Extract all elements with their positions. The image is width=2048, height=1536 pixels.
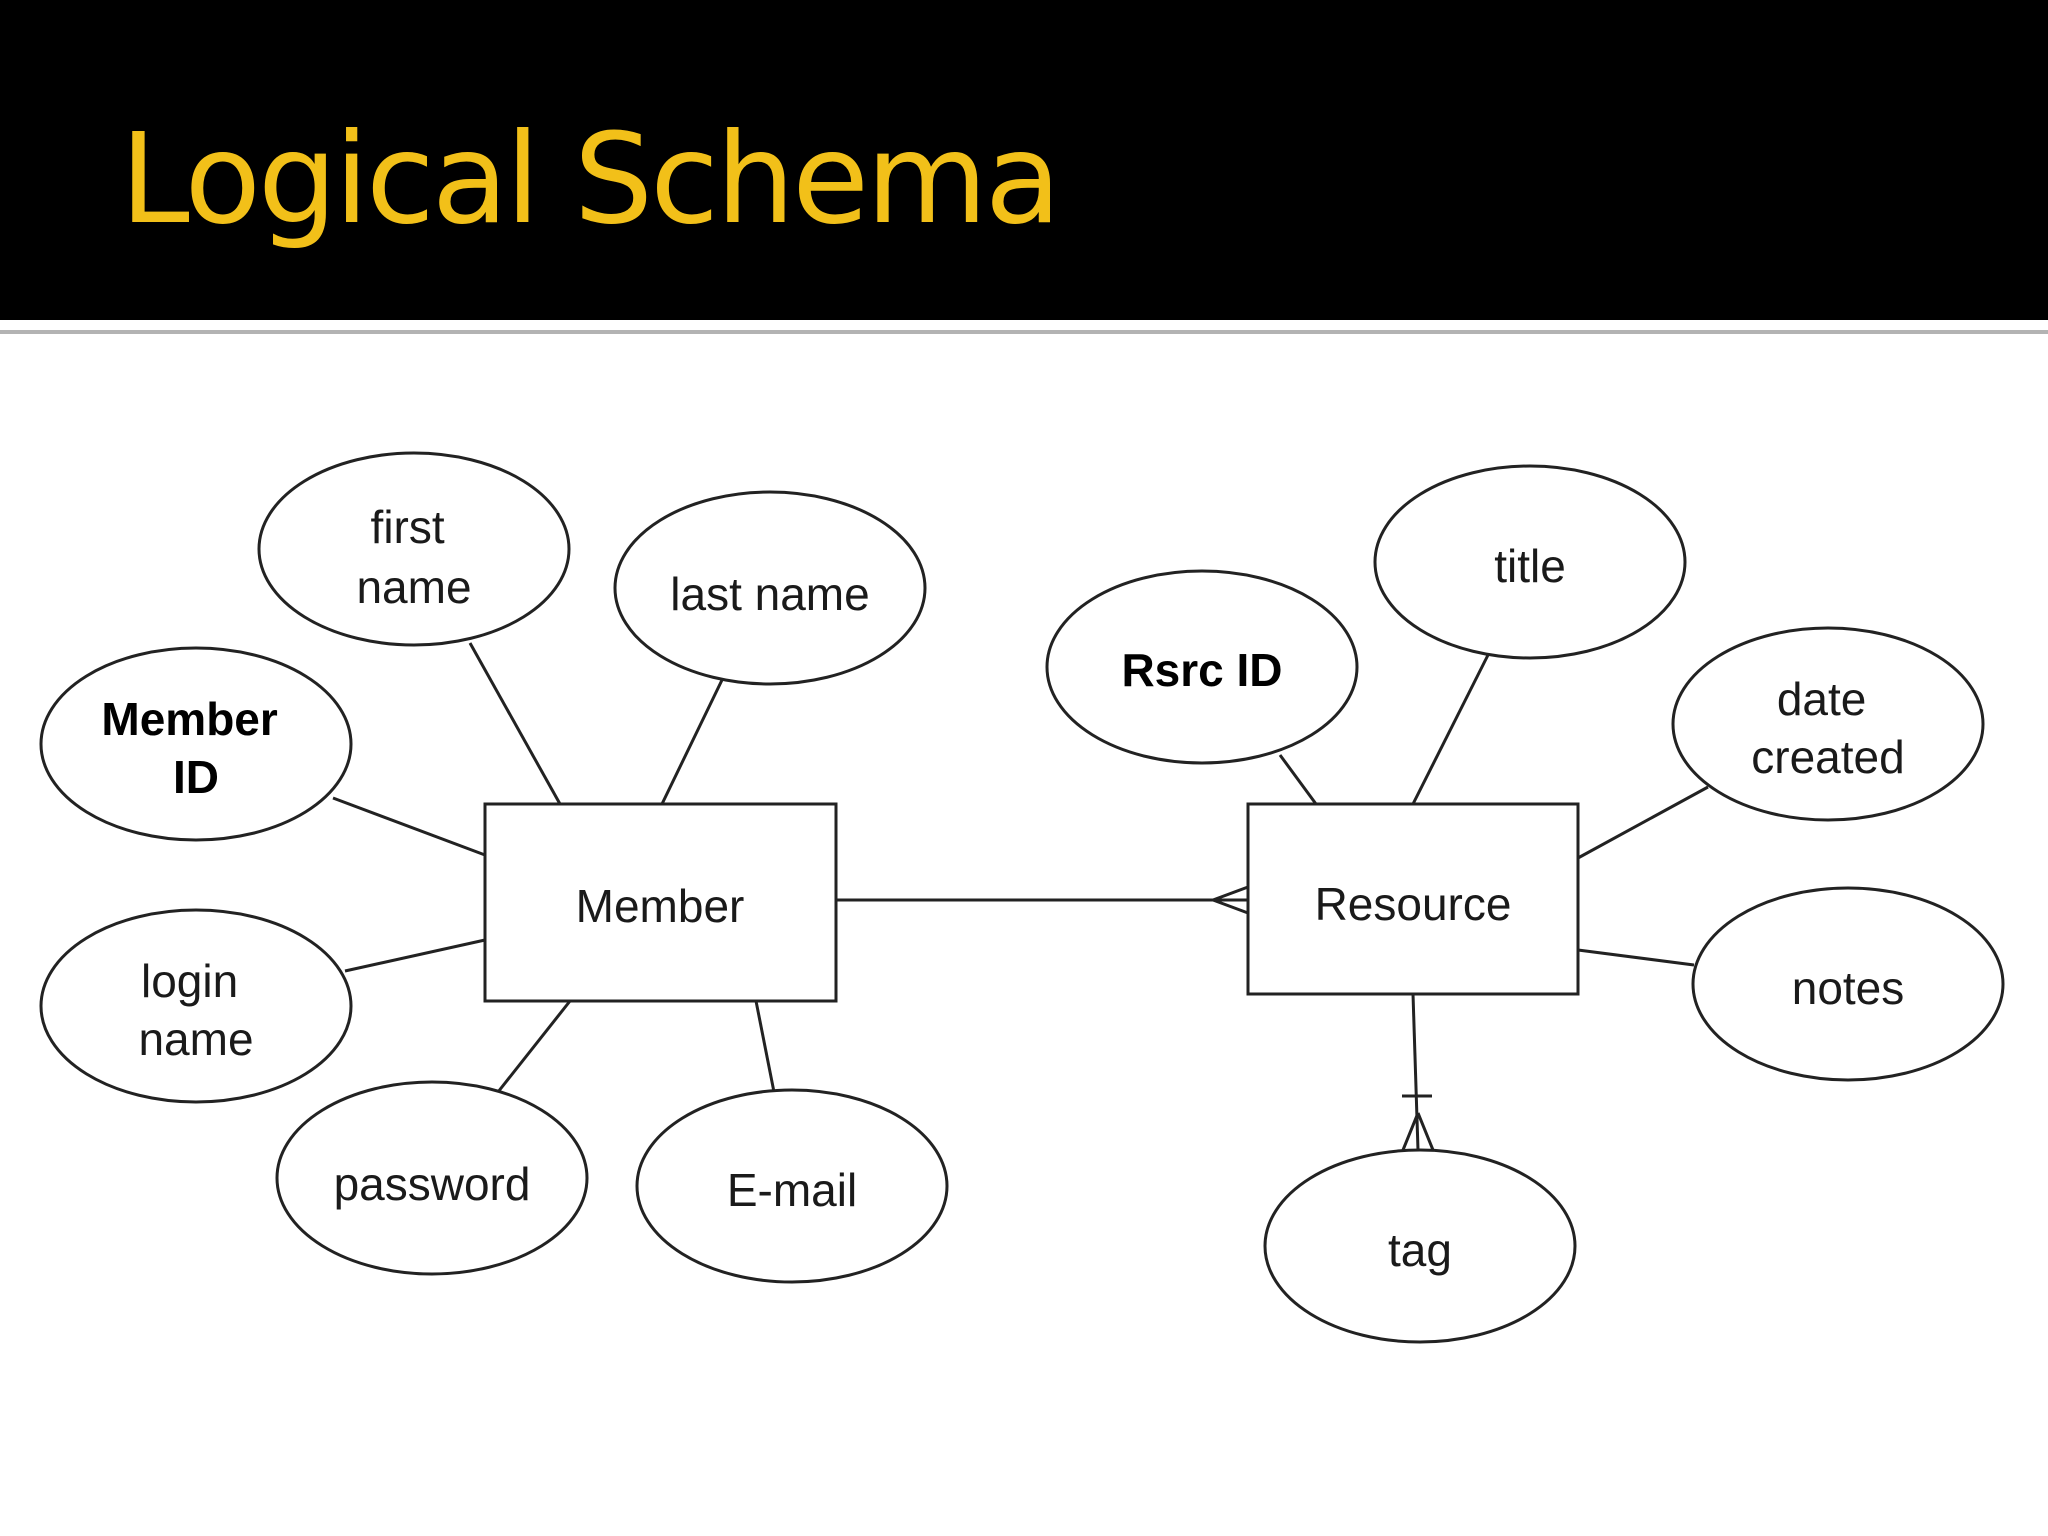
connector-password — [496, 1000, 572, 1093]
attribute-member-id-line2: ID — [173, 751, 219, 803]
attribute-member-id-line1: Member — [101, 693, 277, 745]
connectors — [332, 642, 1709, 1151]
attribute-email: E-mail — [635, 1088, 949, 1284]
entity-resource-label: Resource — [1315, 878, 1512, 930]
attribute-login-name-line2: name — [138, 1013, 253, 1065]
attribute-password-label: password — [334, 1158, 531, 1210]
attribute-member-id: Member ID — [39, 646, 353, 842]
attribute-last-name: last name — [613, 490, 927, 686]
attribute-email-oval — [635, 1088, 949, 1284]
slide-header — [0, 0, 2048, 320]
attribute-rsrc-id-oval — [1045, 569, 1359, 765]
attribute-login-name-label: login name — [138, 955, 253, 1065]
attribute-login-name: login name — [39, 908, 353, 1104]
connector-email — [754, 1000, 776, 1093]
relationship-resource-tag — [1411, 993, 1420, 1151]
attribute-first-name-label: first name — [356, 501, 471, 613]
entity-member-label: Member — [576, 880, 745, 932]
attribute-last-name-label: last name — [670, 568, 869, 620]
attribute-notes: notes — [1691, 886, 2005, 1082]
attribute-email-label: E-mail — [727, 1164, 857, 1216]
entity-resource-box — [1246, 802, 1580, 996]
attribute-first-name: first name — [257, 451, 571, 647]
header-divider — [0, 330, 2048, 334]
attribute-rsrc-id-label: Rsrc ID — [1121, 644, 1282, 696]
connector-title — [1411, 654, 1490, 805]
attribute-date-created-line2: created — [1751, 731, 1904, 783]
attribute-date-created-label: date created — [1751, 673, 1904, 783]
attribute-last-name-oval — [613, 490, 927, 686]
connector-rsrc-id — [1278, 754, 1318, 805]
attribute-notes-oval — [1691, 886, 2005, 1082]
attribute-notes-label: notes — [1792, 962, 1905, 1014]
attribute-first-name-oval — [257, 451, 571, 647]
attribute-title-oval — [1373, 464, 1687, 660]
connector-login-name — [344, 938, 486, 973]
attribute-tag: tag — [1263, 1148, 1577, 1344]
crows-foot-resource — [1212, 885, 1249, 915]
connector-member-id — [332, 796, 486, 857]
attribute-login-name-line1: login — [141, 955, 238, 1007]
connector-first-name — [468, 642, 562, 805]
entity-member: Member — [483, 802, 838, 1003]
crows-foot-tag — [1401, 1112, 1435, 1151]
attribute-title: title — [1373, 464, 1687, 660]
connector-date-created — [1577, 785, 1709, 860]
slide-title: Logical Schema — [120, 107, 1061, 252]
attribute-title-label: title — [1494, 540, 1566, 592]
entity-resource: Resource — [1246, 802, 1580, 996]
connector-notes — [1577, 948, 1695, 967]
attribute-first-name-line2: name — [356, 561, 471, 613]
attribute-date-created: date created — [1671, 626, 1985, 822]
attribute-first-name-line1: first — [371, 501, 445, 553]
attribute-member-id-label: Member ID — [101, 693, 290, 803]
entity-member-box — [483, 802, 838, 1003]
attribute-tag-label: tag — [1388, 1224, 1452, 1276]
attribute-date-created-oval — [1671, 626, 1985, 822]
connector-last-name — [660, 679, 724, 805]
attribute-password-oval — [275, 1080, 589, 1276]
attribute-tag-oval — [1263, 1148, 1577, 1344]
attribute-login-name-oval — [39, 908, 353, 1104]
attribute-member-id-oval — [39, 646, 353, 842]
attribute-date-created-line1: date — [1777, 673, 1867, 725]
attribute-rsrc-id: Rsrc ID — [1045, 569, 1359, 765]
attribute-password: password — [275, 1080, 589, 1276]
